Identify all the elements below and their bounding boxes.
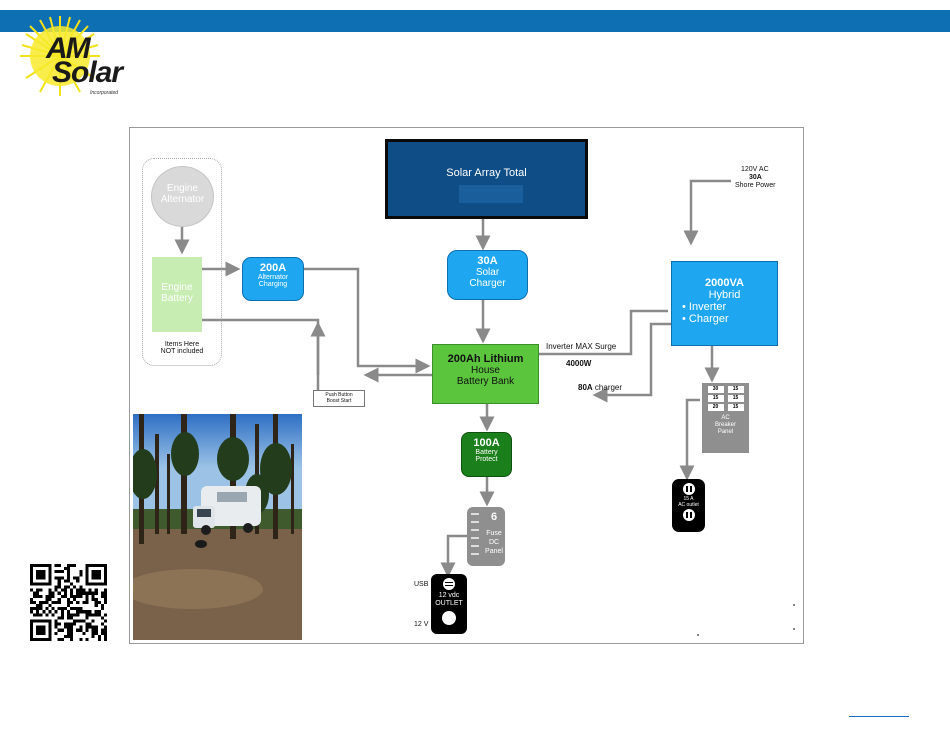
ac-outlet-line2: AC outlet bbox=[678, 502, 699, 508]
ac-outlet: 15 A AC outlet bbox=[672, 479, 705, 532]
dc-outlet-line2: OUTLET bbox=[435, 600, 463, 607]
logo-am-text: AM bbox=[46, 32, 91, 65]
dc-outlet: 12 vdc OUTLET bbox=[431, 574, 467, 634]
battery-protect-box: 100A Battery Protect bbox=[461, 432, 512, 477]
alternator-charging-line2: Charging bbox=[258, 281, 288, 288]
inverter-line1: Hybrid bbox=[708, 289, 741, 301]
not-included-frame bbox=[142, 158, 222, 366]
engine-alternator-circle: Engine Alternator bbox=[151, 166, 214, 227]
inverter-rating: 2000VA bbox=[705, 277, 744, 289]
breaker-switch: 15 bbox=[727, 386, 744, 393]
12v-socket-icon bbox=[442, 611, 456, 625]
bottom-link-underline[interactable] bbox=[849, 716, 909, 717]
usb-label: USB bbox=[414, 581, 429, 588]
solar-charger-line2: Charger bbox=[469, 278, 506, 289]
breaker-switch: 15 bbox=[727, 395, 744, 402]
solar-charger-line1: Solar bbox=[475, 267, 500, 278]
breaker-switch: 30 bbox=[707, 386, 724, 393]
breaker-line2: Breaker bbox=[714, 422, 736, 428]
solar-system-diagram: Solar Array Total 30A Solar Charger Engi… bbox=[129, 127, 804, 644]
corner-mark bbox=[793, 628, 795, 630]
usb-socket-icon bbox=[443, 578, 455, 590]
logo-solar-text: Solar bbox=[52, 56, 123, 89]
solar-array-box: Solar Array Total bbox=[385, 139, 588, 219]
12v-label: 12 V bbox=[414, 621, 429, 628]
ac-outlet-line1: 15 A bbox=[683, 496, 694, 502]
dc-outlet-line1: 12 vdc bbox=[438, 592, 460, 599]
inverter-line2: • Inverter bbox=[682, 301, 727, 313]
inverter-surge-label: Inverter MAX Surge bbox=[546, 342, 617, 351]
fuse-line1: Fuse bbox=[486, 530, 502, 537]
corner-mark bbox=[697, 634, 699, 636]
alternator-charging-amps: 200A bbox=[259, 262, 287, 274]
battery-protect-amps: 100A bbox=[473, 437, 500, 449]
battery-bank-line2: Battery Bank bbox=[456, 376, 515, 387]
breaker-line1: AC bbox=[721, 415, 730, 421]
engine-battery-box: Engine Battery bbox=[152, 257, 202, 332]
battery-bank-line1: House bbox=[471, 365, 500, 376]
shore-power-line2: 30A bbox=[749, 174, 762, 181]
outlet-socket-top-icon bbox=[682, 483, 695, 495]
am-solar-logo: AM Solar Incorporated bbox=[18, 12, 143, 98]
corner-mark bbox=[793, 604, 795, 606]
push-button-box: Push Button Boost Start bbox=[313, 390, 365, 407]
engine-battery-line1: Engine bbox=[161, 282, 193, 293]
charger-current-text: charger bbox=[594, 383, 623, 392]
wiring-lines bbox=[174, 179, 731, 626]
solar-array-value-field bbox=[459, 185, 523, 203]
push-button-line2: Boost Start bbox=[326, 398, 352, 404]
breaker-line3: Panel bbox=[717, 429, 734, 435]
inverter-surge-value: 4000W bbox=[566, 359, 592, 368]
fuse-line2: DC bbox=[488, 539, 500, 546]
fuse-count: 6 bbox=[491, 511, 498, 523]
solar-array-title: Solar Array Total bbox=[446, 167, 527, 179]
dc-fuse-panel: 6 Fuse DC Panel bbox=[467, 507, 505, 566]
van-campsite-photo bbox=[133, 414, 302, 640]
charger-current-label: 80A charger bbox=[578, 383, 622, 392]
battery-protect-line1: Battery bbox=[475, 449, 498, 456]
shore-power-line1: 120V AC bbox=[741, 166, 769, 173]
not-included-line1: Items Here bbox=[164, 341, 200, 348]
engine-battery-line2: Battery bbox=[161, 293, 193, 304]
shore-power-label: 120V AC 30A Shore Power bbox=[735, 166, 775, 190]
battery-protect-line2: Protect bbox=[475, 456, 498, 463]
breaker-switch: 15 bbox=[727, 404, 744, 411]
not-included-line2: NOT included bbox=[160, 348, 204, 355]
alternator-charging-line1: Alternator bbox=[257, 274, 289, 281]
push-button-line1: Push Button bbox=[325, 392, 353, 398]
shore-power-line3: Shore Power bbox=[735, 182, 776, 189]
header-bar bbox=[0, 10, 950, 32]
not-included-note: Items Here NOT included bbox=[147, 341, 217, 355]
inverter-line3: • Charger bbox=[682, 313, 729, 325]
qr-code bbox=[30, 564, 107, 641]
logo-tagline: Incorporated bbox=[90, 90, 119, 96]
engine-alternator-line1: Engine bbox=[166, 183, 199, 194]
charger-current-value: 80A bbox=[578, 383, 593, 392]
alternator-charging-box: 200A Alternator Charging bbox=[242, 257, 304, 301]
house-battery-bank-box: 200Ah Lithium House Battery Bank bbox=[432, 344, 539, 404]
solar-charger-box: 30A Solar Charger bbox=[447, 250, 528, 300]
fuse-line3: Panel bbox=[485, 548, 503, 555]
breaker-switch: 20 bbox=[707, 404, 724, 411]
battery-bank-title: 200Ah Lithium bbox=[447, 353, 524, 365]
inverter-charger-box: 2000VA Hybrid • Inverter • Charger bbox=[671, 261, 778, 346]
breaker-switch: 15 bbox=[707, 395, 724, 402]
fuse-panel-text: Fuse DC Panel bbox=[483, 529, 505, 556]
engine-alternator-line2: Alternator bbox=[160, 194, 205, 205]
outlet-socket-bottom-icon bbox=[682, 509, 695, 521]
solar-charger-amps: 30A bbox=[477, 255, 498, 267]
